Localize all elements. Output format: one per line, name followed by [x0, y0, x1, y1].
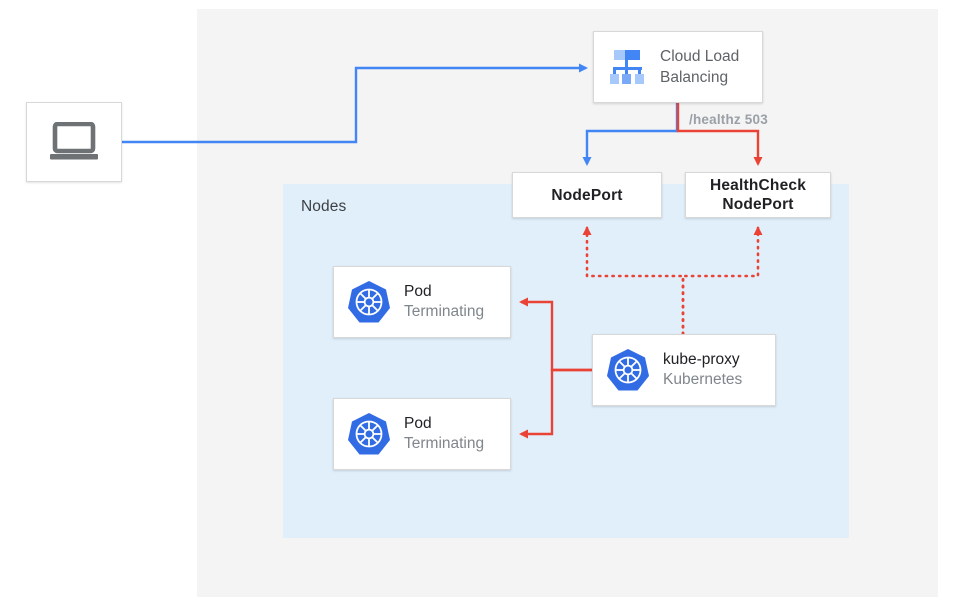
nodes-region-label: Nodes — [301, 198, 347, 215]
pod-node-2[interactable]: Pod Terminating — [333, 398, 511, 470]
cloud-load-balancing-label: Cloud Load Balancing — [660, 46, 739, 88]
pod-1-status: Terminating — [404, 303, 485, 320]
healthcheck-nodeport-label-line-1: HealthCheck — [709, 177, 807, 194]
pod-2-status: Terminating — [404, 435, 485, 452]
client-node[interactable] — [26, 102, 122, 182]
cloud-load-balancing-node[interactable]: Cloud Load Balancing — [593, 31, 763, 103]
kubernetes-icon — [348, 413, 390, 455]
pod-2-label-group: Pod Terminating — [404, 414, 484, 454]
laptop-icon — [50, 122, 98, 160]
kube-proxy-label-group: kube-proxy Kubernetes — [663, 350, 742, 390]
kubernetes-icon — [348, 281, 390, 323]
nodeport-label: NodePort — [551, 186, 623, 204]
healthcheck-nodeport-node[interactable]: HealthCheck NodePort — [685, 172, 831, 218]
pod-1-label-group: Pod Terminating — [404, 282, 484, 322]
pod-2-title: Pod — [404, 415, 432, 432]
cloud-load-balancing-title-line-2: Balancing — [660, 69, 729, 86]
kube-proxy-title: kube-proxy — [663, 351, 740, 368]
pod-1-title: Pod — [404, 283, 432, 300]
healthz-edge-label: /healthz 503 — [689, 112, 768, 127]
cloud-load-balancing-title-line-1: Cloud Load — [660, 48, 740, 65]
kube-proxy-node[interactable]: kube-proxy Kubernetes — [592, 334, 776, 406]
cloud-load-balancing-icon — [610, 50, 644, 84]
nodeport-node[interactable]: NodePort — [512, 172, 662, 218]
kube-proxy-subtitle: Kubernetes — [663, 371, 743, 388]
healthcheck-nodeport-label-line-2: NodePort — [722, 196, 794, 213]
kubernetes-icon — [607, 349, 649, 391]
pod-node-1[interactable]: Pod Terminating — [333, 266, 511, 338]
